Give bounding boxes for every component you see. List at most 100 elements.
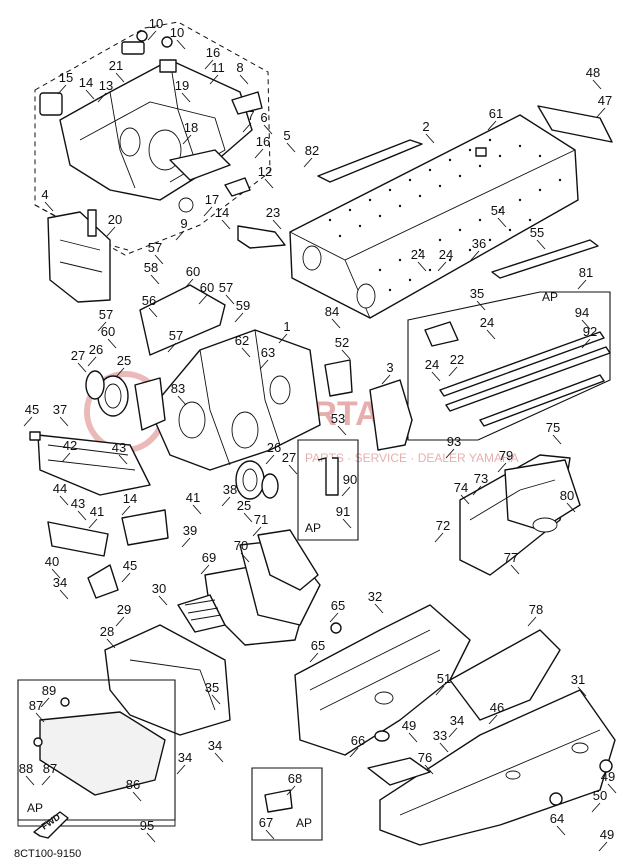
leader-line-45 (121, 572, 131, 583)
leader-line-91 (342, 518, 352, 529)
leader-line-22 (448, 366, 458, 377)
leader-line-78 (527, 616, 537, 627)
leader-line-35 (476, 300, 486, 311)
callout-24: 24 (411, 247, 425, 262)
leader-line-42 (61, 452, 71, 463)
leader-line-18 (182, 134, 192, 145)
callout-73: 73 (474, 471, 488, 486)
callout-67: 67 (259, 815, 273, 830)
assembly-boundary-5 (34, 21, 271, 256)
callout-49: 49 (600, 827, 614, 842)
leader-line-93 (445, 448, 455, 459)
leader-line-50 (591, 802, 601, 813)
callout-8: 8 (236, 60, 243, 75)
callout-87: 87 (29, 698, 43, 713)
leader-line-41 (88, 518, 98, 529)
part-78 (449, 629, 561, 721)
leader-line-26 (87, 356, 97, 367)
leader-line-28 (106, 638, 116, 649)
leader-line-24 (431, 371, 441, 382)
callout-17: 17 (205, 192, 219, 207)
callout-84: 84 (325, 304, 339, 319)
callout-15: 15 (59, 70, 73, 85)
leader-line-10 (147, 30, 157, 41)
callout-87: 87 (43, 761, 57, 776)
callout-57: 57 (148, 240, 162, 255)
callout-26: 26 (89, 342, 103, 357)
callout-57: 57 (219, 280, 233, 295)
callout-43: 43 (112, 440, 126, 455)
leader-line-1 (278, 333, 288, 344)
callout-68: 68 (288, 771, 302, 786)
leader-line-58 (150, 274, 160, 285)
ap-label: AP (305, 521, 321, 535)
part-tunnel-2 (289, 114, 579, 319)
callout-21: 21 (109, 58, 123, 73)
callout-60: 60 (200, 280, 214, 295)
leader-line-60 (107, 338, 117, 349)
callout-30: 30 (152, 581, 166, 596)
leader-line-47 (596, 107, 606, 118)
leader-line-60 (198, 294, 208, 305)
callout-91: 91 (336, 504, 350, 519)
ap-box-92-94 (407, 291, 611, 441)
part-66 (374, 730, 390, 742)
part-64 (549, 792, 563, 806)
bracket-95 (17, 820, 176, 827)
callout-35: 35 (470, 286, 484, 301)
callout-14: 14 (123, 491, 137, 506)
leader-line-43 (77, 510, 87, 521)
callout-86: 86 (126, 777, 140, 792)
leader-line-87 (41, 775, 51, 786)
callout-24: 24 (439, 247, 453, 262)
part-39 (121, 509, 169, 546)
callout-9: 9 (180, 216, 187, 231)
callout-45: 45 (25, 402, 39, 417)
leader-line-57 (167, 342, 177, 353)
callout-56: 56 (142, 293, 156, 308)
leader-line-38 (221, 496, 231, 507)
leader-line-25 (243, 512, 253, 523)
leader-line-61 (487, 120, 497, 131)
leader-line-49 (408, 732, 418, 743)
callout-92: 92 (583, 324, 597, 339)
fwd-arrow-icon: FWD (33, 811, 69, 839)
part-30 (177, 594, 226, 633)
callout-94: 94 (575, 305, 589, 320)
callout-74: 74 (454, 480, 468, 495)
part-82 (317, 139, 423, 183)
leader-line-73 (472, 485, 482, 496)
callout-58: 58 (144, 260, 158, 275)
leader-line-84 (331, 318, 341, 329)
callout-24: 24 (480, 315, 494, 330)
callout-43: 43 (71, 496, 85, 511)
leader-line-41 (192, 504, 202, 515)
leader-line-87 (35, 712, 45, 723)
leader-line-83 (177, 395, 187, 406)
part-bracket-4 (47, 209, 111, 303)
part-23 (237, 225, 286, 249)
part-64b (599, 759, 613, 773)
part-steering-frame (39, 30, 263, 213)
callout-77: 77 (504, 550, 518, 565)
leader-line-12 (264, 178, 274, 189)
leader-line-79 (497, 462, 507, 473)
leader-line-19 (181, 92, 191, 103)
leader-line-92 (581, 338, 591, 349)
callout-14: 14 (215, 205, 229, 220)
callout-66: 66 (351, 733, 365, 748)
leader-line-44 (59, 495, 69, 506)
callout-65: 65 (311, 638, 325, 653)
leader-line-13 (97, 92, 107, 103)
leader-line-14 (85, 89, 95, 100)
leader-line-59 (234, 312, 244, 323)
leader-line-64 (556, 825, 566, 836)
callout-25: 25 (117, 353, 131, 368)
callout-59: 59 (236, 298, 250, 313)
callout-57: 57 (169, 328, 183, 343)
leader-line-16 (254, 148, 264, 159)
ap-label: AP (296, 816, 312, 830)
ap-box-86-89 (17, 679, 176, 821)
callout-45: 45 (123, 558, 137, 573)
leader-line-21 (115, 72, 125, 83)
